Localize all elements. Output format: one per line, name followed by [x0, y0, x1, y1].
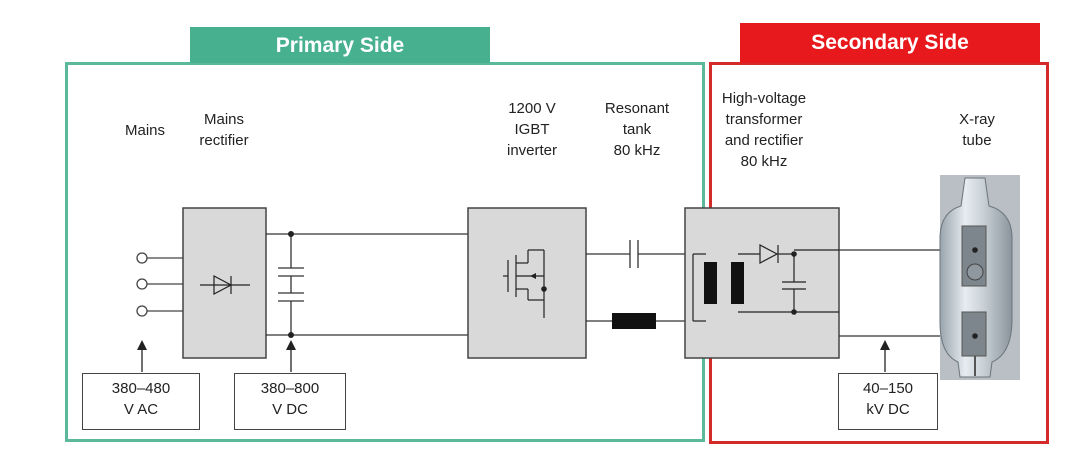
kv-spec-line2: kV DC — [866, 401, 910, 418]
mains-rectifier-block — [182, 207, 267, 359]
primary-side-header: Primary Side — [190, 27, 490, 63]
ac-input-spec-box: 380–480 V AC — [82, 373, 200, 430]
igbt-inverter-block — [467, 207, 587, 359]
inverter-label-line2: IGBT — [514, 121, 550, 138]
tank-label-line2: tank — [622, 121, 652, 138]
inverter-label-line3: inverter — [506, 142, 558, 159]
hv-label-line2: transformer — [725, 111, 803, 128]
ac-spec-line2: V AC — [123, 401, 159, 418]
hv-label-line3: and rectifier — [724, 132, 804, 149]
hv-output-spec-box: 40–150 kV DC — [838, 373, 938, 430]
dc-bus-spec-box: 380–800 V DC — [234, 373, 346, 430]
dc-spec-line2: V DC — [272, 401, 308, 418]
inverter-label: 1200 V IGBT inverter — [487, 98, 577, 161]
rectifier-label: Mains rectifier — [184, 109, 264, 151]
tube-label-line1: X-ray — [959, 111, 995, 128]
xray-tube-label: X-ray tube — [945, 109, 1009, 151]
tank-label-line1: Resonant — [604, 100, 670, 117]
mains-terminals — [136, 252, 183, 317]
secondary-side-header: Secondary Side — [740, 23, 1040, 63]
hv-transformer-block — [684, 207, 840, 359]
rectifier-label-line2: rectifier — [199, 132, 249, 149]
resonant-tank-label: Resonant tank 80 kHz — [592, 98, 682, 161]
ac-spec-line1: 380–480 — [111, 380, 171, 397]
hv-transformer-label: High-voltage transformer and rectifier 8… — [705, 88, 823, 172]
kv-spec-line1: 40–150 — [862, 380, 914, 397]
dc-spec-line1: 380–800 — [260, 380, 320, 397]
tank-label-line3: 80 kHz — [613, 142, 661, 159]
resonant-tank — [586, 240, 685, 322]
mains-label: Mains — [124, 122, 165, 139]
rectifier-label-line1: Mains — [203, 111, 244, 128]
tube-label-line2: tube — [962, 132, 992, 149]
dc-bus — [266, 233, 468, 336]
measurement-arrows — [141, 347, 886, 372]
resonant-inductor — [612, 313, 656, 329]
hv-label-line4: 80 kHz — [740, 153, 788, 170]
xray-tube-image — [939, 175, 1020, 380]
inverter-label-line1: 1200 V — [508, 100, 556, 117]
hv-label-line1: High-voltage — [721, 90, 807, 107]
